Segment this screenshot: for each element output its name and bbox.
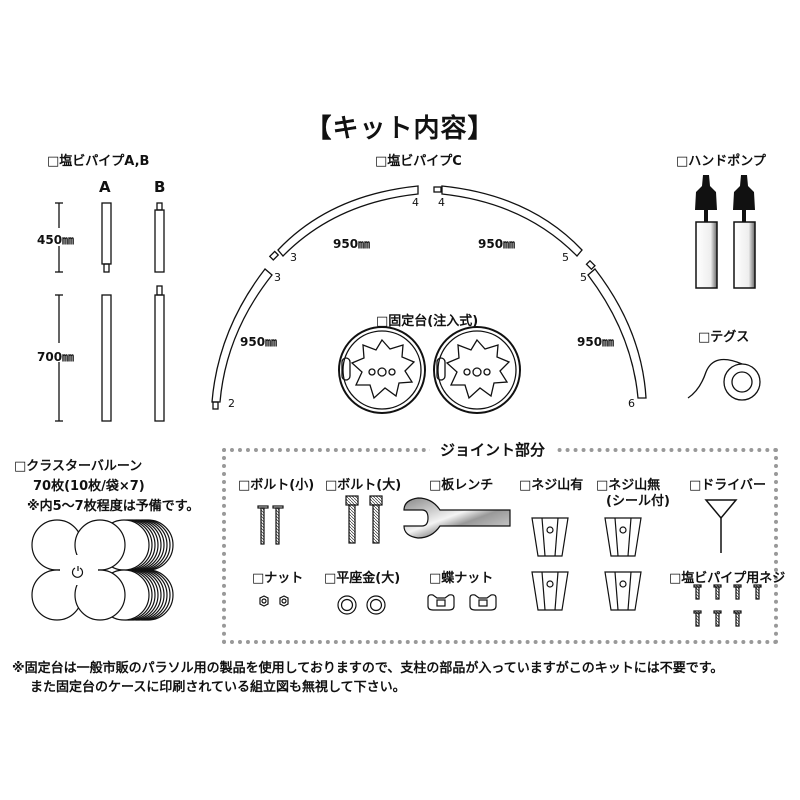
joint-section-title: ジョイント部分 (430, 439, 556, 460)
pipe-screw-label: □塩ビパイプ用ネジ (669, 571, 786, 586)
hand-pump-icon (695, 175, 718, 289)
bolt-small-icon (257, 505, 284, 545)
pipe-a-long-icon (101, 294, 112, 422)
unthreaded-joint-sublabel: (シール付) (606, 494, 670, 509)
wrench-label: □板レンチ (429, 478, 494, 493)
hand-pump-icon (733, 175, 756, 289)
joint-number: 2 (228, 397, 235, 410)
pipe-c-arc-right-icon (585, 259, 647, 399)
length-450: 450㎜ (37, 233, 75, 247)
pipe-b-short-icon (154, 202, 165, 273)
joint-number: 3 (290, 251, 297, 264)
pipe-c-length-2: 950㎜ (478, 237, 516, 251)
tegusu-label: □テグス (698, 330, 750, 345)
washer-icon (337, 595, 386, 615)
length-700: 700㎜ (37, 350, 75, 364)
nut-label: □ナット (252, 571, 304, 586)
joint-number: 6 (628, 397, 635, 410)
joint-number: 5 (562, 251, 569, 264)
pipe-c-arc-top-left-icon (268, 185, 419, 261)
pipe-c-label: □塩ビパイプC (375, 154, 462, 169)
stand-icon (338, 326, 426, 414)
pipe-b-header: B (154, 178, 166, 196)
pipe-c-arc-left-icon (211, 268, 273, 410)
unthreaded-joint-label: □ネジ山無 (596, 478, 661, 493)
fishing-line-icon (687, 358, 761, 401)
driver-label: □ドライバー (689, 478, 767, 493)
balloon-label: □クラスターバルーン (14, 459, 143, 474)
wrench-icon (403, 497, 511, 539)
stand-icon (433, 326, 521, 414)
bolt-large-label: □ボルト(大) (325, 478, 402, 493)
cluster-balloon-icon (31, 519, 174, 621)
nut-icon (259, 595, 289, 607)
joint-number: 5 (580, 271, 587, 284)
pipe-a-header: A (99, 178, 111, 196)
screwdriver-icon (704, 499, 738, 553)
wing-nut-icon (427, 594, 497, 611)
pipe-ab-label: □塩ビパイプA,B (47, 154, 150, 169)
joint-number: 3 (274, 271, 281, 284)
balloon-note: ※内5～7枚程度は予備です。 (27, 499, 200, 514)
pipe-b-long-icon (154, 285, 165, 422)
threaded-joint-icon (531, 517, 569, 611)
pipe-c-arc-top-right-icon (433, 185, 583, 257)
bolt-large-icon (345, 495, 383, 544)
balloon-count: 70枚(10枚/袋×7) (33, 479, 145, 494)
unthreaded-joint-icon (604, 517, 642, 611)
dimension-700-icon (55, 294, 63, 422)
bolt-small-label: □ボルト(小) (238, 478, 315, 493)
stand-label: □固定台(注入式) (376, 314, 479, 329)
page-title: 【キット内容】 (305, 114, 495, 144)
pipe-c-length-3: 950㎜ (240, 335, 278, 349)
pipe-a-short-icon (101, 202, 112, 273)
pipe-screw-icon (693, 584, 762, 627)
washer-label: □平座金(大) (324, 571, 401, 586)
hand-pump-label: □ハンドポンプ (676, 154, 766, 169)
threaded-joint-label: □ネジ山有 (519, 478, 584, 493)
wing-nut-label: □蝶ナット (429, 571, 494, 586)
pipe-c-length-4: 950㎜ (577, 335, 615, 349)
joint-number: 4 (412, 196, 419, 209)
footnote-line2: また固定台のケースに印刷されている組立図も無視して下さい。 (30, 680, 406, 695)
pipe-c-length-1: 950㎜ (333, 237, 371, 251)
footnote-line1: ※固定台は一般市販のパラソル用の製品を使用しておりますので、支柱の部品が入ってい… (12, 661, 724, 676)
dimension-450-icon (55, 202, 63, 273)
joint-number: 4 (438, 196, 445, 209)
